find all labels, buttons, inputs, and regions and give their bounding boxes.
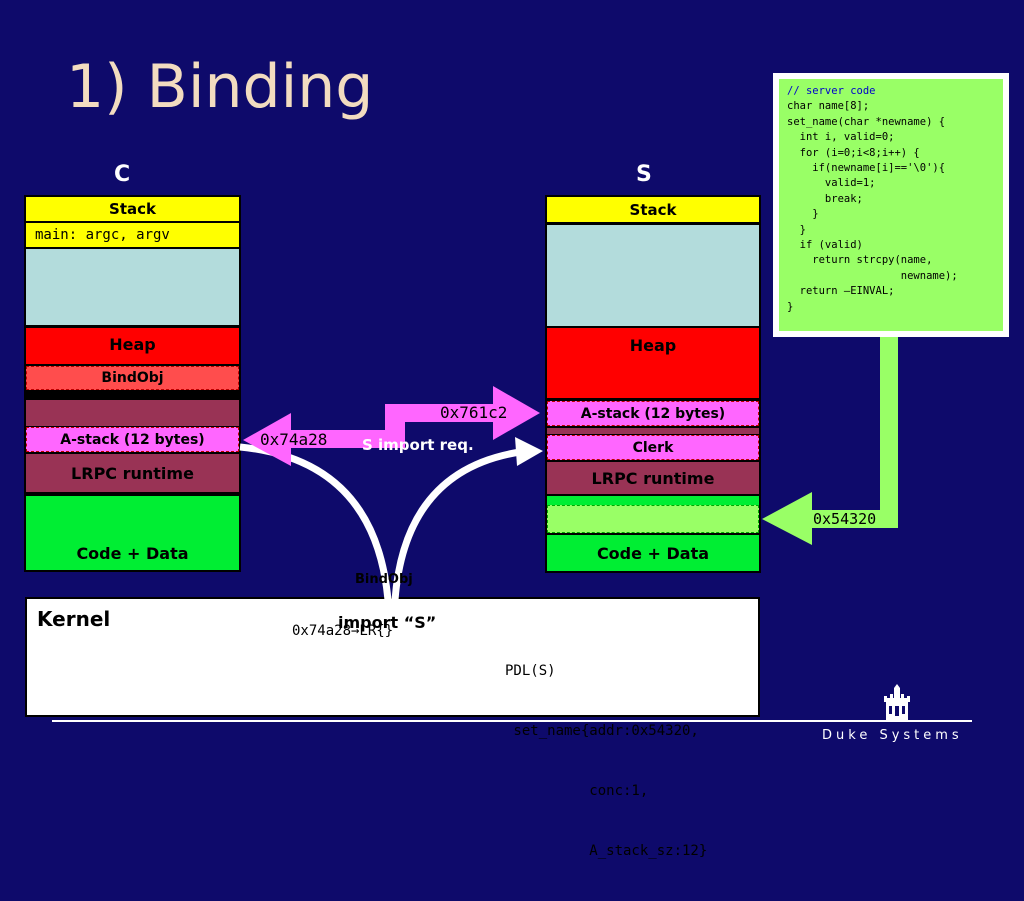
server-code-listing: // server code char name[8]; set_name(char… <box>779 79 1003 331</box>
server-code-top <box>547 496 759 505</box>
server-code-box: // server code char name[8]; set_name(char… <box>773 73 1009 337</box>
pink-arrow <box>243 386 540 466</box>
client-astack: A-stack (12 bytes) <box>26 427 239 452</box>
pdl-line: A_stack_sz:12} <box>505 843 708 859</box>
code-line: return strcpy(name, <box>787 254 933 267</box>
footer-divider <box>52 720 972 722</box>
code-line: return –EINVAL; <box>787 285 895 298</box>
client-label: C <box>114 162 131 187</box>
code-line: if(newname[i]=='\0'){ <box>787 162 946 175</box>
server-heap-segment: Heap <box>547 328 759 398</box>
server-address-space: Stack Heap A-stack (12 bytes) Clerk LRPC… <box>545 195 761 573</box>
code-line: } <box>787 223 806 236</box>
bindobj-arrow-label: BindObj <box>355 572 413 587</box>
client-lrpc-runtime: LRPC runtime <box>26 454 239 492</box>
import-req-label: S import req. <box>362 436 474 454</box>
kernel-label: Kernel <box>37 607 111 631</box>
code-line: } <box>787 300 794 313</box>
server-stack-segment: Stack <box>547 197 759 222</box>
client-bindobj: BindObj <box>26 366 239 390</box>
server-astack: A-stack (12 bytes) <box>547 401 759 426</box>
server-label: S <box>636 162 652 187</box>
code-line: for (i=0;i<8;i++) { <box>787 146 920 159</box>
pdl-line: PDL(S) <box>505 663 556 679</box>
server-free-space <box>547 225 759 326</box>
client-address-space: Stack main: argc, argv Heap BindObj A-st… <box>24 195 241 572</box>
server-code-data: Code + Data <box>547 535 759 571</box>
pdl-line: conc:1, <box>505 783 649 799</box>
import-s-label: import “S” <box>338 613 437 632</box>
code-line: set_name(char *newname) { <box>787 115 946 128</box>
footer-text: Duke Systems <box>822 728 963 743</box>
code-line: valid=1; <box>787 177 876 190</box>
code-line: newname); <box>787 269 958 282</box>
code-line: int i, valid=0; <box>787 131 895 144</box>
client-stack-segment: Stack <box>26 197 239 221</box>
client-code-data: Code + Data <box>26 496 239 570</box>
client-main-frame: main: argc, argv <box>26 223 239 247</box>
white-curve-right <box>391 448 521 601</box>
addr-server-label: 0x761c2 <box>440 403 508 422</box>
client-maroon-gap <box>26 400 239 426</box>
addr-code-label: 0x54320 <box>813 510 877 528</box>
code-line: // server code <box>787 85 876 97</box>
arrows-overlay <box>239 333 898 601</box>
server-set-name-code <box>547 505 759 533</box>
code-line: if (valid) <box>787 239 863 252</box>
page-title: 1) Binding <box>66 52 374 122</box>
server-clerk: Clerk <box>547 435 759 460</box>
code-line: char name[8]; <box>787 100 870 113</box>
white-arrowhead <box>515 437 543 466</box>
client-free-space <box>26 249 239 325</box>
chapel-logo-icon <box>884 684 910 720</box>
server-lrpc-runtime: LRPC runtime <box>547 462 759 494</box>
addr-client-label: 0x74a28 <box>260 430 328 449</box>
green-arrow <box>762 333 898 545</box>
pdl-line: set_name{addr:0x54320, <box>505 723 699 739</box>
code-line: break; <box>787 192 863 205</box>
server-maroon-gap <box>547 428 759 434</box>
client-heap-segment: Heap <box>26 328 239 364</box>
lr-label: 0x74a28→LR{} <box>292 623 394 639</box>
code-line: } <box>787 208 819 221</box>
